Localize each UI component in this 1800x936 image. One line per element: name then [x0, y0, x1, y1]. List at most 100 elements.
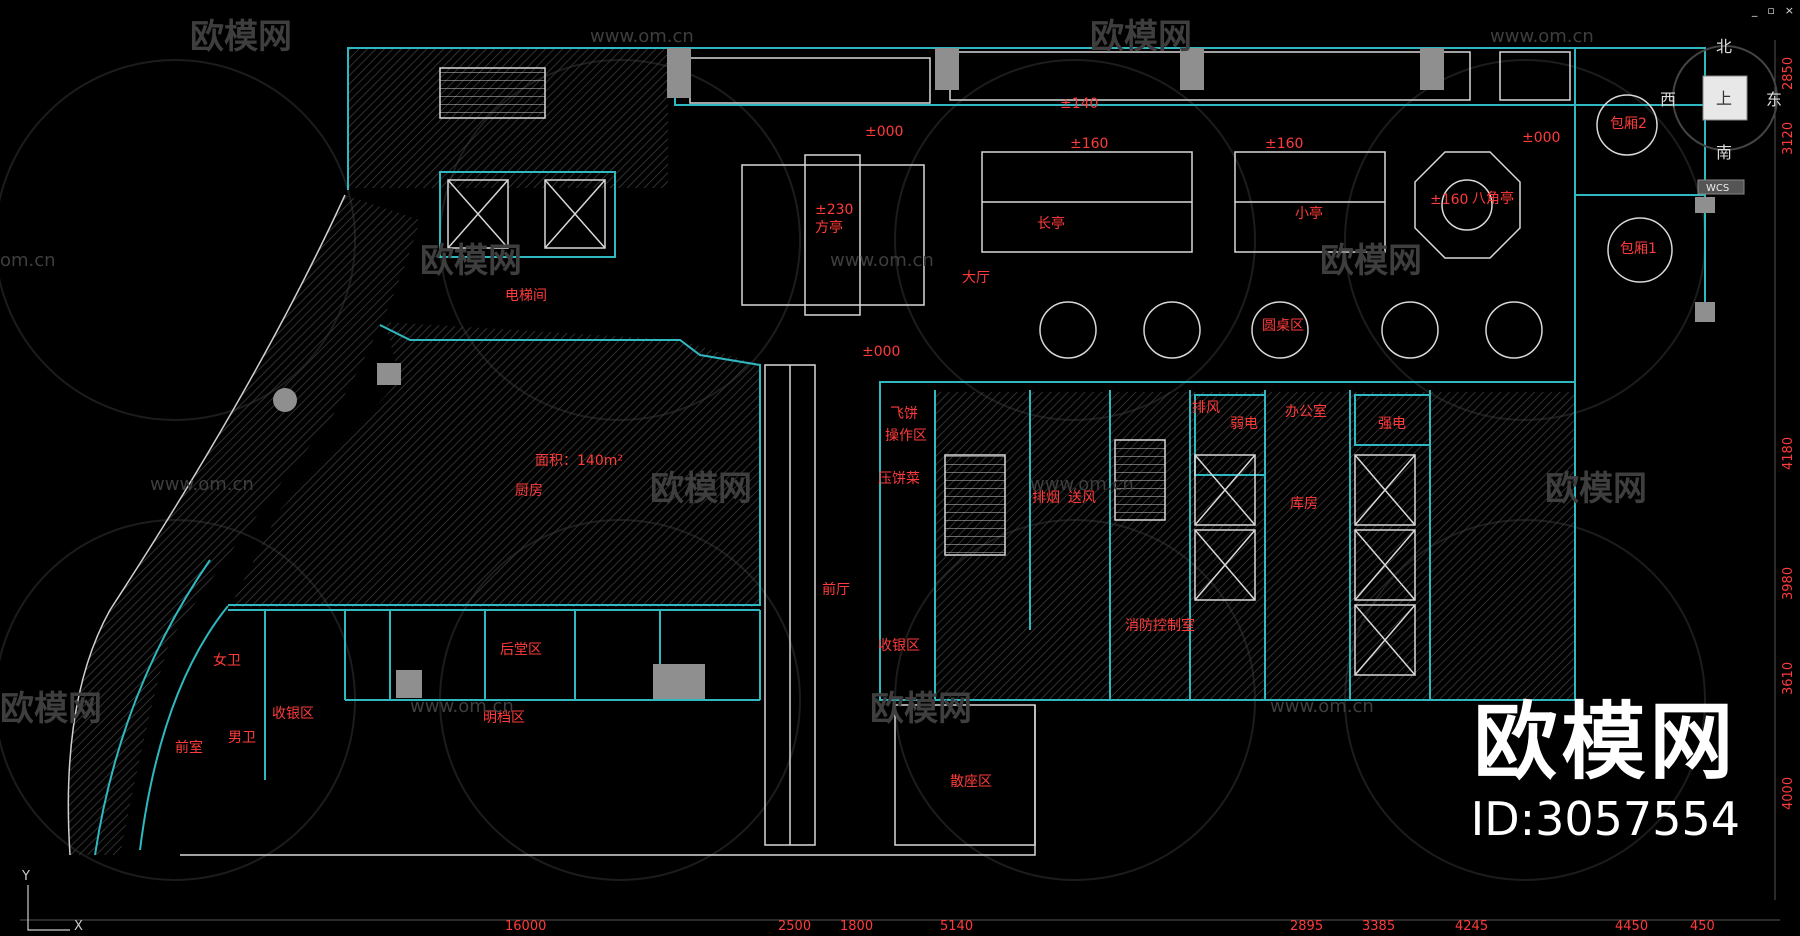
dim-bottom-2: 2500 [778, 919, 811, 934]
wm-brand-7: 欧模网 [0, 689, 102, 729]
wm-site-2: www.om.cn [1490, 26, 1594, 47]
viewcube-top-label: 上 [1716, 89, 1732, 108]
wm-brand-4: 欧模网 [1320, 241, 1422, 281]
model-id: ID:3057554 [1470, 792, 1740, 846]
label-strong-current: 强电 [1378, 416, 1406, 432]
dim-bottom-7: 4245 [1455, 919, 1488, 934]
label-octagon-booth: 八角亭 [1472, 190, 1514, 207]
wm-site-5: www.om.cn [1030, 474, 1134, 495]
dim-bottom-5: 2895 [1290, 919, 1323, 934]
level-booth-230: ±230 [815, 202, 853, 218]
wm-site-1: www.om.cn [590, 26, 694, 47]
level-booth-160-b: ±160 [1265, 136, 1303, 152]
wcs-label: WCS [1706, 183, 1729, 194]
bottom-dimensions: 16000 2500 1800 5140 2895 3385 4245 4450… [20, 919, 1780, 934]
dim-bottom-8: 4450 [1615, 919, 1648, 934]
level-top-140: ±140 [1060, 96, 1098, 112]
label-vent-b: 送风 [1068, 490, 1096, 506]
level-labels: ±140 ±000 ±000 ±000 ±230 ±160 ±160 ±160 [815, 96, 1560, 360]
wm-site-3: www.om.cn [830, 250, 934, 271]
label-cashier: 收银区 [878, 638, 920, 654]
viewcube[interactable]: 上 北 南 东 西 WCS [1660, 37, 1782, 195]
walls [94, 47, 1706, 856]
square-booth [741, 164, 925, 306]
wm-site-4: www.om.cn [150, 474, 254, 495]
label-private-room-2: 包厢2 [1610, 116, 1647, 132]
label-pastry-1: 飞饼 [890, 406, 918, 422]
label-female-wc: 女卫 [213, 652, 241, 669]
label-male-wc: 男卫 [228, 730, 256, 746]
dim-right-1: 2850 [1781, 57, 1796, 90]
label-office: 办公室 [1285, 403, 1327, 420]
viewcube-south: 南 [1716, 143, 1732, 162]
brand-name: 欧模网 [1473, 693, 1738, 791]
label-back-hall: 后堂区 [500, 642, 542, 658]
label-weak-current: 弱电 [1230, 416, 1258, 432]
wcs-button[interactable] [1697, 179, 1745, 195]
furniture [67, 51, 1673, 856]
label-small-booth: 小亭 [1295, 205, 1323, 222]
round-tables [1039, 301, 1543, 359]
wm-brand-1: 欧模网 [190, 17, 292, 57]
wm-brand-2: 欧模网 [1090, 17, 1192, 57]
label-vent-a: 排风 [1192, 400, 1220, 416]
dim-bottom-6: 3385 [1362, 919, 1395, 934]
dim-bottom-4: 5140 [940, 919, 973, 934]
label-kitchen: 厨房 [515, 483, 543, 499]
minimize-button[interactable]: _ [1751, 4, 1758, 17]
right-dimensions: 2850 3120 4180 3980 3610 4000 [1774, 40, 1796, 900]
label-elevator-hall: 电梯间 [505, 288, 547, 304]
restore-button[interactable]: ▫ [1767, 4, 1775, 17]
label-private-room-1: 包厢1 [1620, 241, 1657, 257]
label-fire-control: 消防控制室 [1125, 617, 1195, 634]
level-top-000-b: ±000 [1522, 130, 1560, 146]
close-button[interactable]: × [1784, 4, 1794, 17]
window-controls: _ ▫ × [1752, 4, 1794, 17]
label-pastry-2: 操作区 [885, 428, 927, 444]
label-smoke-exhaust: 排烟 [1032, 490, 1060, 506]
wm-brand-3: 欧模网 [420, 241, 522, 281]
label-round-table-area: 圆桌区 [1262, 318, 1304, 334]
room-labels: 电梯间 面积：140m² 厨房 大厅 方亭 长亭 小亭 八角亭 圆桌区 包厢2 … [175, 116, 1657, 790]
level-lobby-000: ±000 [862, 344, 900, 360]
label-storeroom: 库房 [1290, 496, 1318, 512]
dim-right-6: 4000 [1781, 777, 1796, 810]
viewcube-top-face[interactable] [1702, 75, 1748, 121]
stair-top [439, 67, 546, 119]
wm-brand-8: 欧模网 [870, 689, 972, 729]
dim-bottom-3: 1800 [840, 919, 873, 934]
viewcube-north: 北 [1716, 37, 1732, 56]
label-cashier-left: 收银区 [272, 706, 314, 722]
level-booth-160-a: ±160 [1070, 136, 1108, 152]
brand-watermark: 欧模网 ID:3057554 [1471, 700, 1740, 846]
label-long-booth: 长亭 [1037, 215, 1065, 232]
dim-bottom-9: 450 [1690, 919, 1715, 934]
wm-brand-5: 欧模网 [650, 469, 752, 509]
wm-site-short: om.cn [0, 250, 56, 271]
dim-right-5: 3610 [1781, 662, 1796, 695]
private-room-2-table [1596, 94, 1658, 156]
private-room-1-table [1607, 217, 1673, 283]
label-dining-area: 明档区 [483, 710, 525, 726]
label-kitchen-area: 面积：140m² [535, 453, 623, 469]
label-press-dish: 压饼菜 [878, 471, 920, 487]
ucs-axis-icon: Y X [21, 869, 83, 934]
wm-site-7: www.om.cn [1270, 696, 1374, 717]
label-lobby: 大厅 [962, 270, 990, 286]
axis-y-label: Y [21, 869, 30, 884]
octagon-booth [1414, 151, 1521, 259]
wm-site-6: www.om.cn [410, 696, 514, 717]
label-front-hall: 前厅 [822, 581, 850, 598]
viewcube-east: 东 [1766, 90, 1782, 109]
columns [273, 48, 1715, 699]
level-top-000-a: ±000 [865, 124, 903, 140]
label-lounge: 散座区 [950, 774, 992, 790]
dim-right-2: 3120 [1781, 122, 1796, 155]
label-anteroom: 前室 [175, 739, 203, 756]
label-square-booth: 方亭 [815, 219, 843, 236]
viewcube-west: 西 [1660, 90, 1676, 109]
level-octagon-160: ±160 [1430, 192, 1468, 208]
watermark-text: 欧模网 欧模网 欧模网 欧模网 欧模网 欧模网 欧模网 欧模网 www.om.c… [0, 17, 1647, 729]
wm-brand-6: 欧模网 [1545, 469, 1647, 509]
